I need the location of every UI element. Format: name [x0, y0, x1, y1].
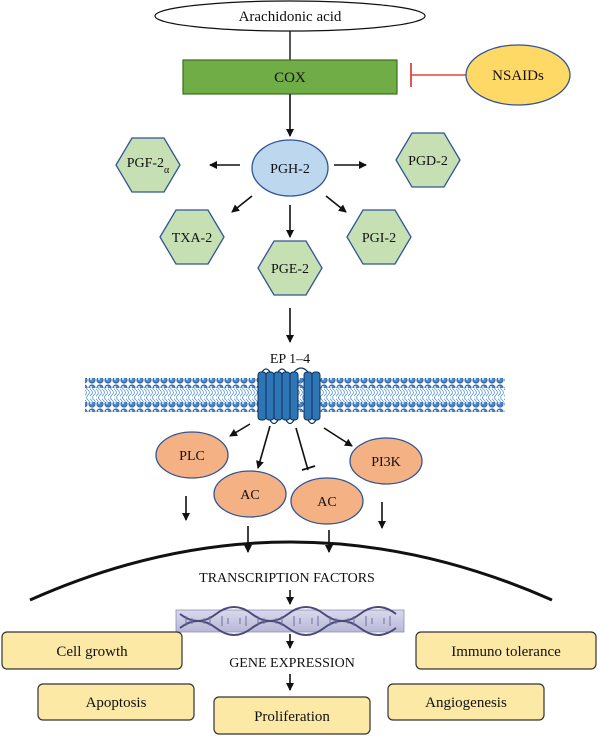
- pi3k-label: PI3K: [371, 455, 401, 470]
- pi3k-node: PI3K: [349, 437, 423, 485]
- outcome-angiogenesis: Angiogenesis: [387, 683, 545, 721]
- pgf2-node: PGF-2α: [115, 137, 181, 193]
- ac-left-node: AC: [213, 470, 287, 518]
- ep-receptor: [257, 367, 321, 425]
- arachidonic-acid-node: Arachidonic acid: [154, 0, 426, 32]
- ac-right-label: AC: [317, 495, 336, 510]
- outcome-immuno-tolerance: Immuno tolerance: [415, 631, 597, 670]
- pgh2-node: PGH-2: [251, 139, 329, 197]
- pgf2-label: PGF-2α: [127, 156, 170, 176]
- txa2-node: TXA-2: [159, 209, 225, 265]
- cell-growth-label: Cell growth: [56, 644, 128, 660]
- receptor-label: EP 1–4: [270, 352, 310, 367]
- outcome-proliferation: Proliferation: [213, 696, 371, 735]
- gene-expression-label: GENE EXPRESSION: [229, 656, 355, 671]
- pgi2-node: PGI-2: [346, 209, 412, 265]
- inhibit-to-ac-right: [295, 427, 309, 471]
- arrow-to-ac-left: [256, 425, 271, 469]
- pgh2-label: PGH-2: [270, 162, 310, 177]
- outcome-apoptosis: Apoptosis: [37, 683, 195, 721]
- plc-label: PLC: [179, 449, 205, 464]
- pgf2-subscript: α: [164, 165, 170, 176]
- pgd2-label: PGD-2: [408, 154, 448, 169]
- dna-icon: [175, 606, 405, 636]
- arrow-to-pgi2: [325, 195, 347, 213]
- nsaids-label: NSAIDs: [492, 68, 544, 84]
- arrow-to-txa2: [231, 195, 253, 213]
- proliferation-label: Proliferation: [254, 709, 330, 725]
- nsaids-node: NSAIDs: [465, 44, 571, 106]
- cox-label: COX: [274, 70, 306, 86]
- angiogenesis-label: Angiogenesis: [425, 695, 507, 711]
- outcome-cell-growth: Cell growth: [1, 631, 183, 670]
- nsaids-inhibition: [410, 63, 466, 87]
- immuno-tolerance-label: Immuno tolerance: [451, 644, 561, 660]
- pge2-label: PGE-2: [271, 262, 309, 277]
- pgi2-label: PGI-2: [362, 231, 396, 246]
- cox-node: COX: [182, 59, 398, 95]
- pge2-node: PGE-2: [257, 240, 323, 296]
- apoptosis-label: Apoptosis: [86, 695, 147, 711]
- inhibit-bar-ac-right: [301, 465, 316, 471]
- arrow-to-plc: [229, 423, 251, 437]
- arrow-to-pi3k: [323, 427, 353, 447]
- txa2-label: TXA-2: [172, 231, 212, 246]
- ac-left-label: AC: [240, 488, 259, 503]
- nuclear-envelope: [29, 540, 553, 602]
- ac-right-node: AC: [290, 477, 364, 525]
- arachidonic-acid-label: Arachidonic acid: [239, 9, 342, 25]
- plc-node: PLC: [155, 431, 229, 479]
- pgd2-node: PGD-2: [395, 132, 461, 188]
- transcription-factors-label: TRANSCRIPTION FACTORS: [199, 571, 375, 586]
- pgf2-main-text: PGF-2: [127, 156, 164, 171]
